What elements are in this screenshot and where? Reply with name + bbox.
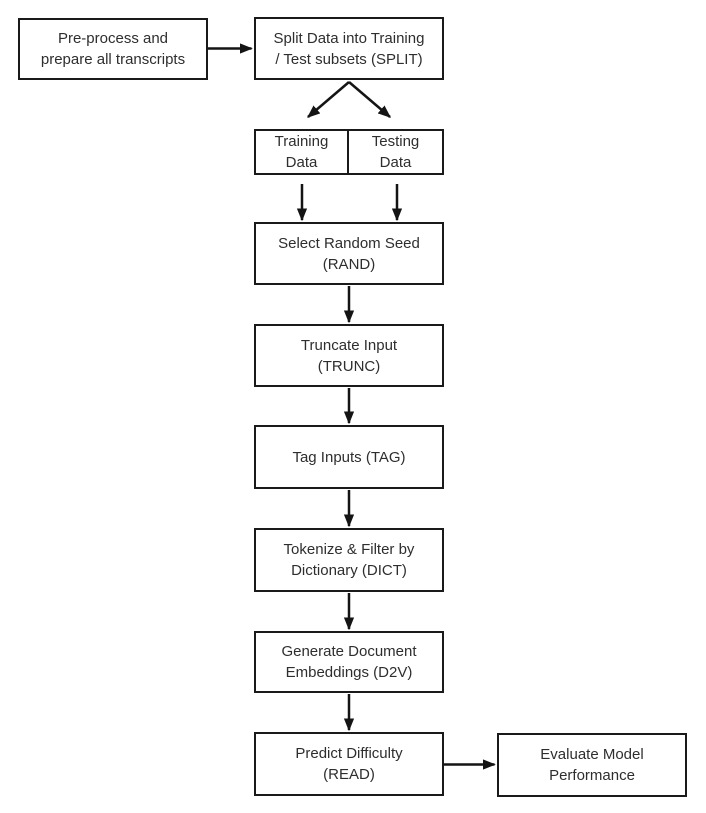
node-preprocess: Pre-process and prepare all transcripts xyxy=(18,18,208,80)
node-tokenize-filter: Tokenize & Filter by Dictionary (DICT) xyxy=(254,528,444,592)
node-predict-difficulty: Predict Difficulty (READ) xyxy=(254,732,444,796)
node-training-data: Training Data xyxy=(254,129,349,175)
node-data-pair: Training Data Testing Data xyxy=(254,121,444,183)
node-truncate-input: Truncate Input (TRUNC) xyxy=(254,324,444,387)
node-evaluate-model: Evaluate Model Performance xyxy=(497,733,687,797)
node-select-random-seed: Select Random Seed (RAND) xyxy=(254,222,444,285)
node-tag-inputs: Tag Inputs (TAG) xyxy=(254,425,444,489)
edge-split-training xyxy=(307,81,350,118)
node-testing-data: Testing Data xyxy=(349,129,444,175)
edge-split-testing xyxy=(348,81,391,118)
node-generate-embeddings: Generate Document Embeddings (D2V) xyxy=(254,631,444,693)
node-split-data: Split Data into Training / Test subsets … xyxy=(254,17,444,80)
